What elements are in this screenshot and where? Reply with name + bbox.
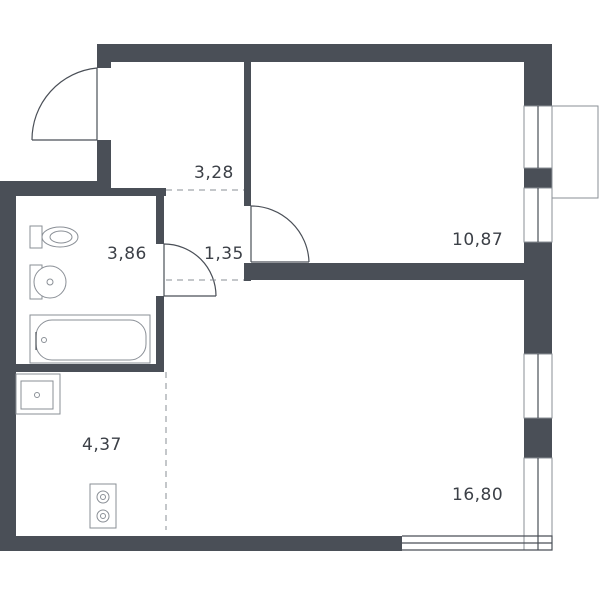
bathroom-area: 3,86 xyxy=(107,244,147,264)
doors xyxy=(31,67,310,297)
bathroom-fixtures xyxy=(29,225,151,364)
bathtub-icon xyxy=(29,314,151,364)
living-room-area: 16,80 xyxy=(452,485,503,505)
hall-area: 3,28 xyxy=(194,163,234,183)
zone-separators xyxy=(165,189,244,530)
sink-icon xyxy=(15,373,61,415)
toilet-icon xyxy=(29,225,79,249)
outer-walls xyxy=(0,44,552,551)
stove-icon xyxy=(89,483,117,529)
bedroom-area: 10,87 xyxy=(452,230,503,250)
kitchen-fixtures xyxy=(15,373,117,529)
area-labels: 3,28 3,86 1,35 10,87 4,37 16,80 xyxy=(82,163,503,505)
corridor-area: 1,35 xyxy=(204,244,244,264)
balcony xyxy=(551,105,599,199)
washbasin-icon xyxy=(29,264,67,300)
interior-walls xyxy=(16,62,524,372)
windows xyxy=(402,105,553,551)
kitchen-area: 4,37 xyxy=(82,435,122,455)
